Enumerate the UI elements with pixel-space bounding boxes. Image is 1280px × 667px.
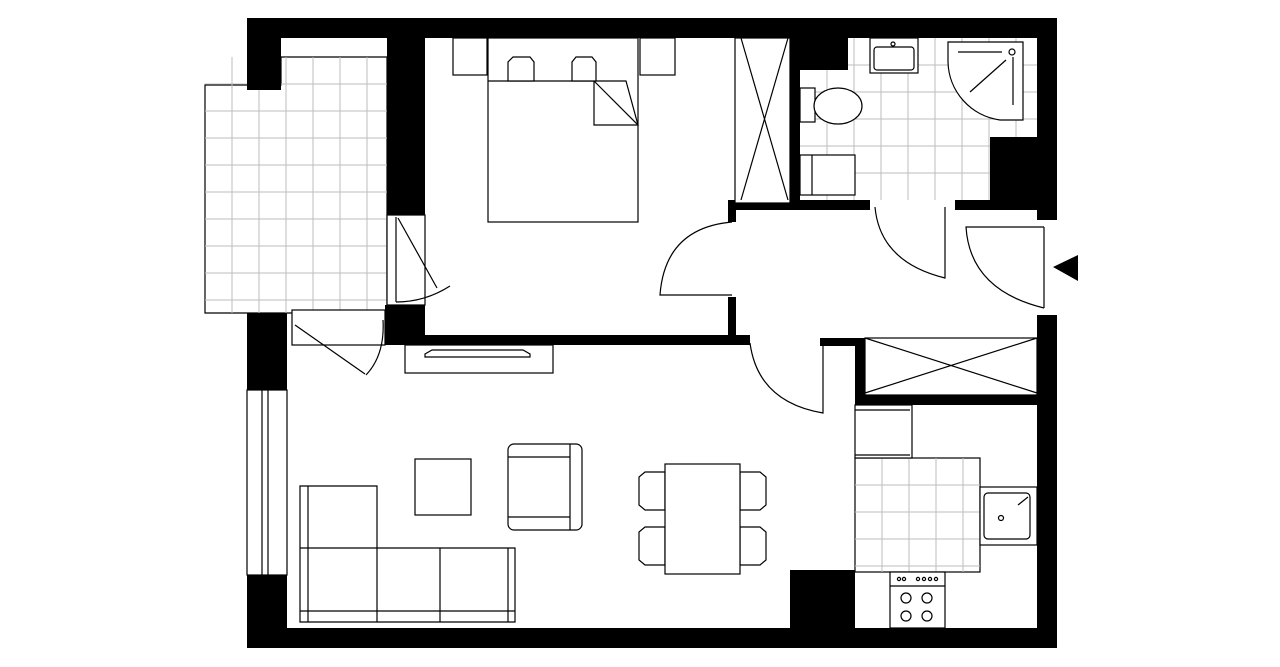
armchair: [507, 443, 583, 531]
triangle-left-icon: [1053, 255, 1078, 281]
coffee-table: [414, 458, 472, 516]
living-balcony-door[interactable]: [291, 309, 386, 376]
bedroom-wardrobe: [734, 37, 791, 204]
fridge: [854, 404, 913, 459]
kitchen-counter: [854, 457, 981, 573]
kitchen-wardrobe: [864, 337, 1038, 396]
sofa: [299, 485, 516, 623]
bathroom-door[interactable]: [874, 206, 946, 279]
entrance-door[interactable]: [965, 226, 1045, 309]
balcony-door[interactable]: [386, 214, 451, 306]
balcony: [204, 56, 388, 314]
kitchen-sink: [979, 486, 1038, 546]
window-living: [246, 389, 288, 576]
living-door[interactable]: [749, 342, 824, 414]
bedroom-door[interactable]: [659, 221, 733, 296]
dining-set: [638, 463, 767, 575]
bathroom-fixtures: [799, 37, 1024, 196]
walls: [247, 18, 1057, 648]
stove: [889, 571, 946, 629]
tv-unit: [404, 344, 554, 374]
bedroom-furniture: [452, 37, 676, 223]
